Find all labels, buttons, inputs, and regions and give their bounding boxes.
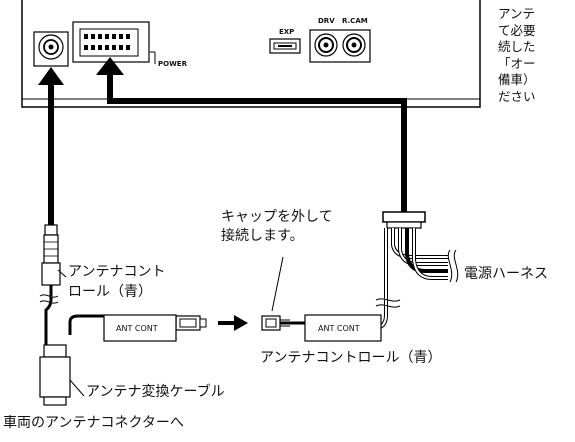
side-note-line: 続した	[498, 39, 536, 54]
cap-note-line1: キャップを外して	[221, 209, 333, 225]
antenna-port	[33, 31, 69, 67]
side-note-line: ださい	[498, 88, 536, 104]
side-note-line: 備車）	[498, 72, 536, 87]
exp-label: EXP	[279, 28, 295, 36]
rcam-label: R.CAM	[342, 17, 368, 25]
rca-jacks	[309, 29, 371, 63]
antenna-cable-label: アンテナ変換ケーブル	[86, 384, 225, 400]
ant-cont-box-right	[304, 314, 382, 342]
connect-arrow	[218, 315, 248, 331]
leader-antenna-control	[57, 269, 67, 278]
power-label: POWER	[158, 60, 187, 68]
exp-port	[269, 38, 301, 54]
leader-cable	[69, 379, 85, 397]
drv-label: DRV	[318, 17, 335, 25]
leader-cap-note	[271, 256, 284, 312]
ant-cont-left-label: ANT CONT	[116, 324, 158, 333]
ant-cont-right-label: ANT CONT	[318, 324, 360, 333]
right-plug	[261, 315, 305, 331]
arrow-to-antenna-port	[38, 67, 64, 85]
power-connector	[72, 21, 156, 64]
antenna-control-label-line1: アンテナコント	[68, 264, 166, 280]
side-note-line: アンテ	[498, 6, 536, 21]
antenna-control-blue-label: アンテナコントロール（青）	[260, 350, 442, 366]
side-note: アンテ て必要 続した 「オー 備車） ださい	[498, 6, 575, 105]
left-plug	[175, 315, 207, 331]
arrow-to-power-connector	[96, 57, 124, 75]
power-harness	[358, 211, 459, 330]
antenna-control-label-line2: ロール（青）	[68, 284, 152, 300]
side-note-line: 「オー	[498, 55, 536, 71]
side-note-line: て必要	[498, 22, 536, 38]
power-harness-label: 電源ハーネス	[464, 266, 548, 282]
ant-cont-branch-wire	[68, 314, 104, 335]
antenna-plug	[39, 224, 61, 345]
cap-note-line2: 接続します。	[221, 228, 304, 244]
antenna-conversion-block	[39, 344, 71, 406]
to-vehicle-label: 車両のアンテナコネクターへ	[3, 415, 184, 431]
power-cable-thick	[107, 73, 407, 215]
ant-cont-box-left	[103, 314, 177, 342]
